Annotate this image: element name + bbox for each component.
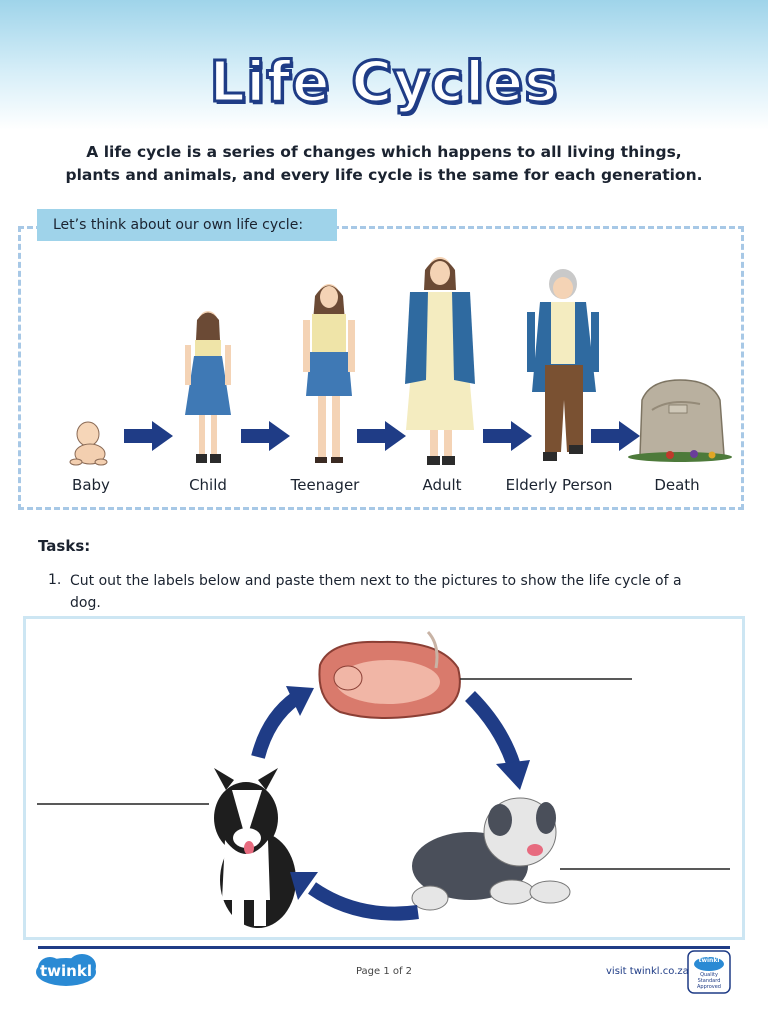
badge-logo-text: twinkl bbox=[698, 957, 720, 964]
task-text: Cut out the labels below and paste them … bbox=[70, 573, 682, 611]
arrow-right-icon bbox=[241, 421, 290, 451]
arrowhead-icon bbox=[286, 686, 314, 716]
arrowhead-icon bbox=[496, 760, 530, 790]
stage-label-child: Child bbox=[189, 476, 227, 494]
intro-living-things: living things bbox=[567, 143, 676, 161]
page-title: Life Cycles bbox=[208, 49, 559, 117]
stage-label-baby: Baby bbox=[72, 476, 110, 494]
intro-paragraph: A life cycle is a series of changes whic… bbox=[40, 141, 728, 187]
think-label: Let’s think about our own life cycle: bbox=[37, 209, 337, 241]
adult-illustration bbox=[405, 257, 475, 465]
elderly-person-illustration bbox=[527, 269, 599, 461]
adult-dog-illustration bbox=[214, 768, 296, 928]
twinkl-logo bbox=[36, 954, 96, 986]
dog-cycle-arrows bbox=[251, 691, 521, 921]
header-band bbox=[0, 0, 768, 130]
arrowhead-icon bbox=[290, 872, 318, 900]
dog-life-cycle-frame bbox=[23, 616, 745, 940]
stage-label-teenager: Teenager bbox=[290, 476, 360, 494]
child-illustration bbox=[185, 311, 231, 463]
arrow-right-icon bbox=[591, 421, 640, 451]
twinkl-logo-text: twinkl bbox=[40, 962, 92, 980]
puppy-illustration bbox=[411, 797, 571, 911]
badge-text: Quality Standard Approved bbox=[697, 972, 721, 990]
teenager-illustration bbox=[303, 284, 355, 463]
cycle-arrow-curve bbox=[251, 692, 301, 759]
tasks-heading: Tasks: bbox=[38, 537, 91, 555]
human-cycle-arrows bbox=[124, 421, 640, 451]
arrow-right-icon bbox=[357, 421, 406, 451]
stage-label-death: Death bbox=[654, 476, 700, 494]
newborn-puppy-illustration bbox=[318, 630, 461, 719]
gravestone-illustration bbox=[628, 379, 732, 462]
intro-line2: plants and animals, and every life cycle… bbox=[65, 166, 703, 184]
cycle-arrow-curve bbox=[308, 882, 419, 921]
intro-line1-end: , bbox=[675, 143, 682, 161]
footer-divider bbox=[38, 946, 730, 949]
cycle-arrow-curve bbox=[465, 691, 521, 769]
answer-lines bbox=[37, 678, 730, 870]
page-number: Page 1 of 2 bbox=[355, 966, 413, 977]
arrow-right-icon bbox=[483, 421, 532, 451]
quality-badge bbox=[687, 950, 731, 994]
baby-illustration bbox=[69, 421, 108, 466]
stage-label-adult: Adult bbox=[422, 476, 462, 494]
dog-cycle-arrowheads bbox=[286, 686, 530, 900]
intro-line1-start: A life cycle is a series of changes whic… bbox=[86, 143, 568, 161]
stage-label-elderly-person: Elderly Person bbox=[505, 476, 613, 494]
arrow-right-icon bbox=[124, 421, 173, 451]
human-life-cycle-frame bbox=[18, 226, 744, 510]
visit-link[interactable]: visit twinkl.co.za bbox=[606, 966, 689, 977]
task-number: 1. bbox=[48, 572, 62, 588]
